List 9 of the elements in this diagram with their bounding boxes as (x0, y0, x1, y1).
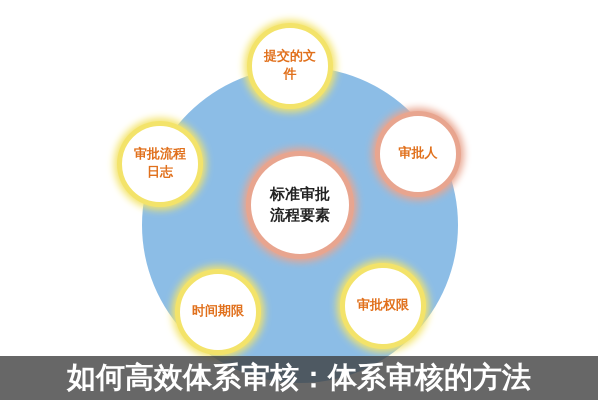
title-banner: 如何高效体系审核：体系审核的方法 (0, 356, 598, 400)
circle-label: 提交的文件 (263, 48, 317, 84)
element-circle (117, 121, 203, 207)
circle-label: 时间期限 (191, 302, 245, 321)
circle-label: 审批人 (398, 144, 438, 163)
element-circle (247, 23, 333, 109)
circle-label: 审批权限 (356, 296, 410, 315)
circle-label: 标准审批流程要素 (268, 184, 331, 226)
circle-label: 审批流程日志 (133, 146, 187, 182)
